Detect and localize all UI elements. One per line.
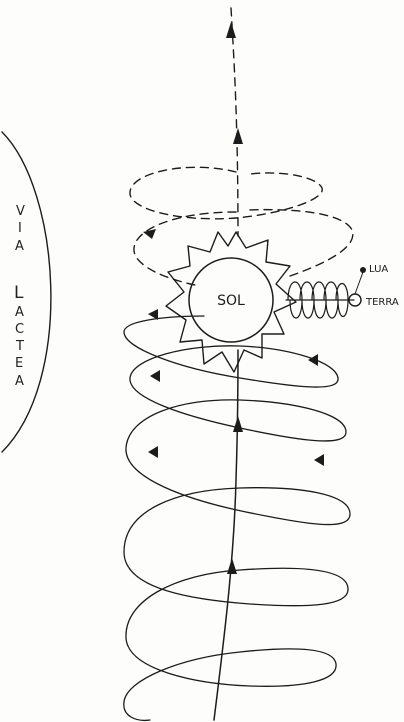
lactea-letter: A bbox=[15, 305, 24, 320]
arrowhead-helix-4 bbox=[148, 446, 158, 458]
arrowhead-helix-3 bbox=[308, 354, 318, 366]
milky-way-label: V I A L A C T E A bbox=[14, 204, 25, 389]
earth-helix bbox=[286, 282, 354, 318]
moon-dot bbox=[360, 267, 366, 273]
dashed-lower-loop-right bbox=[248, 210, 353, 276]
arrowhead-helix-2 bbox=[150, 370, 160, 382]
arrowhead-axis-upper bbox=[233, 128, 243, 144]
lactea-letter: C bbox=[15, 322, 24, 337]
dashed-lower-loop bbox=[134, 212, 236, 286]
arrowhead-helix-5 bbox=[314, 454, 324, 466]
lactea-letter: A bbox=[15, 374, 24, 389]
moon-leader bbox=[355, 272, 363, 294]
lactea-letter: L bbox=[14, 283, 24, 303]
arrowhead-axis-mid bbox=[233, 416, 243, 432]
earth-label: TERRA bbox=[365, 297, 399, 308]
arrowhead-top bbox=[226, 22, 236, 38]
moon-label: LUA bbox=[369, 264, 388, 275]
arrowhead-helix-1 bbox=[148, 309, 158, 320]
via-letter: A bbox=[15, 239, 24, 254]
sun-label: SOL bbox=[217, 293, 245, 309]
via-letter: I bbox=[18, 221, 22, 236]
sun-axis-path bbox=[214, 350, 238, 720]
arrowhead-axis-low bbox=[227, 558, 237, 574]
milky-way-arc bbox=[2, 132, 51, 452]
via-letter: V bbox=[16, 204, 25, 219]
arrowhead-dashed-loop bbox=[143, 229, 156, 239]
dashed-future-axis bbox=[231, 8, 238, 236]
lactea-letter: E bbox=[15, 356, 23, 371]
lactea-letter: T bbox=[15, 339, 24, 354]
